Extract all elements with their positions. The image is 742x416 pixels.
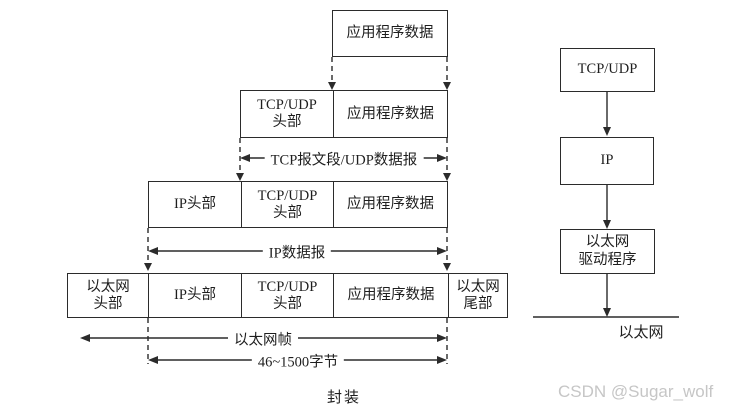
layer-row-transport: TCP/UDP 头部 应用程序数据 xyxy=(240,90,448,138)
label-tcp-segment: TCP报文段/UDP数据报 xyxy=(264,148,424,170)
down-arrow-icon xyxy=(603,127,611,136)
cell-tcp-udp-header: TCP/UDP 头部 xyxy=(257,97,317,130)
cell-tcp-udp-header: TCP/UDP 头部 xyxy=(241,182,333,227)
cell-ethernet-trailer: 以太网 尾部 xyxy=(448,274,507,317)
left-arrow-icon xyxy=(148,247,158,255)
layer-row-network: IP头部 TCP/UDP 头部 应用程序数据 xyxy=(148,181,448,228)
layer-row-link: 以太网 头部 IP头部 TCP/UDP 头部 应用程序数据 以太网 尾部 xyxy=(67,273,508,318)
cell-ethernet-header: 以太网 头部 xyxy=(86,278,130,312)
cell-ip-header: IP头部 xyxy=(148,274,241,317)
cell-app-data: 应用程序数据 xyxy=(333,91,447,137)
label-byte-range: 46~1500字节 xyxy=(251,350,345,372)
cell-app-data: 应用程序数据 xyxy=(333,182,447,227)
cell-app-data: 应用程序数据 xyxy=(333,274,448,317)
left-arrow-icon xyxy=(80,334,90,342)
stack-box-ip: IP xyxy=(560,137,654,185)
cell-app-data: 应用程序数据 xyxy=(346,25,434,42)
cell-tcp-udp-header: TCP/UDP 头部 xyxy=(241,274,333,317)
label-ethernet-frame: 以太网帧 xyxy=(228,328,298,350)
cell-ip-header: IP头部 xyxy=(174,196,216,213)
stack-box-tcp-udp: TCP/UDP xyxy=(560,48,655,92)
stack-box-ethernet-driver: 以太网 驱动程序 xyxy=(560,229,655,274)
ethernet-medium-label: 以太网 xyxy=(618,325,664,341)
down-arrow-icon xyxy=(443,173,451,181)
left-arrow-icon xyxy=(148,356,158,364)
right-arrow-icon xyxy=(437,247,447,255)
down-arrow-icon xyxy=(603,220,611,229)
right-arrow-icon xyxy=(437,356,447,364)
label-ip-datagram: IP数据报 xyxy=(262,241,332,263)
down-arrow-icon xyxy=(144,263,152,271)
down-arrow-icon xyxy=(603,308,611,317)
right-arrow-icon xyxy=(437,334,447,342)
down-arrow-icon xyxy=(443,82,451,90)
left-arrow-icon xyxy=(240,154,250,162)
down-arrow-icon xyxy=(236,173,244,181)
right-arrow-icon xyxy=(437,154,447,162)
figure-caption: 封装 xyxy=(326,390,362,406)
layer-row-application: 应用程序数据 xyxy=(332,10,448,57)
down-arrow-icon xyxy=(328,82,336,90)
csdn-watermark: CSDN @Sugar_wolf xyxy=(558,382,714,401)
down-arrow-icon xyxy=(443,263,451,271)
